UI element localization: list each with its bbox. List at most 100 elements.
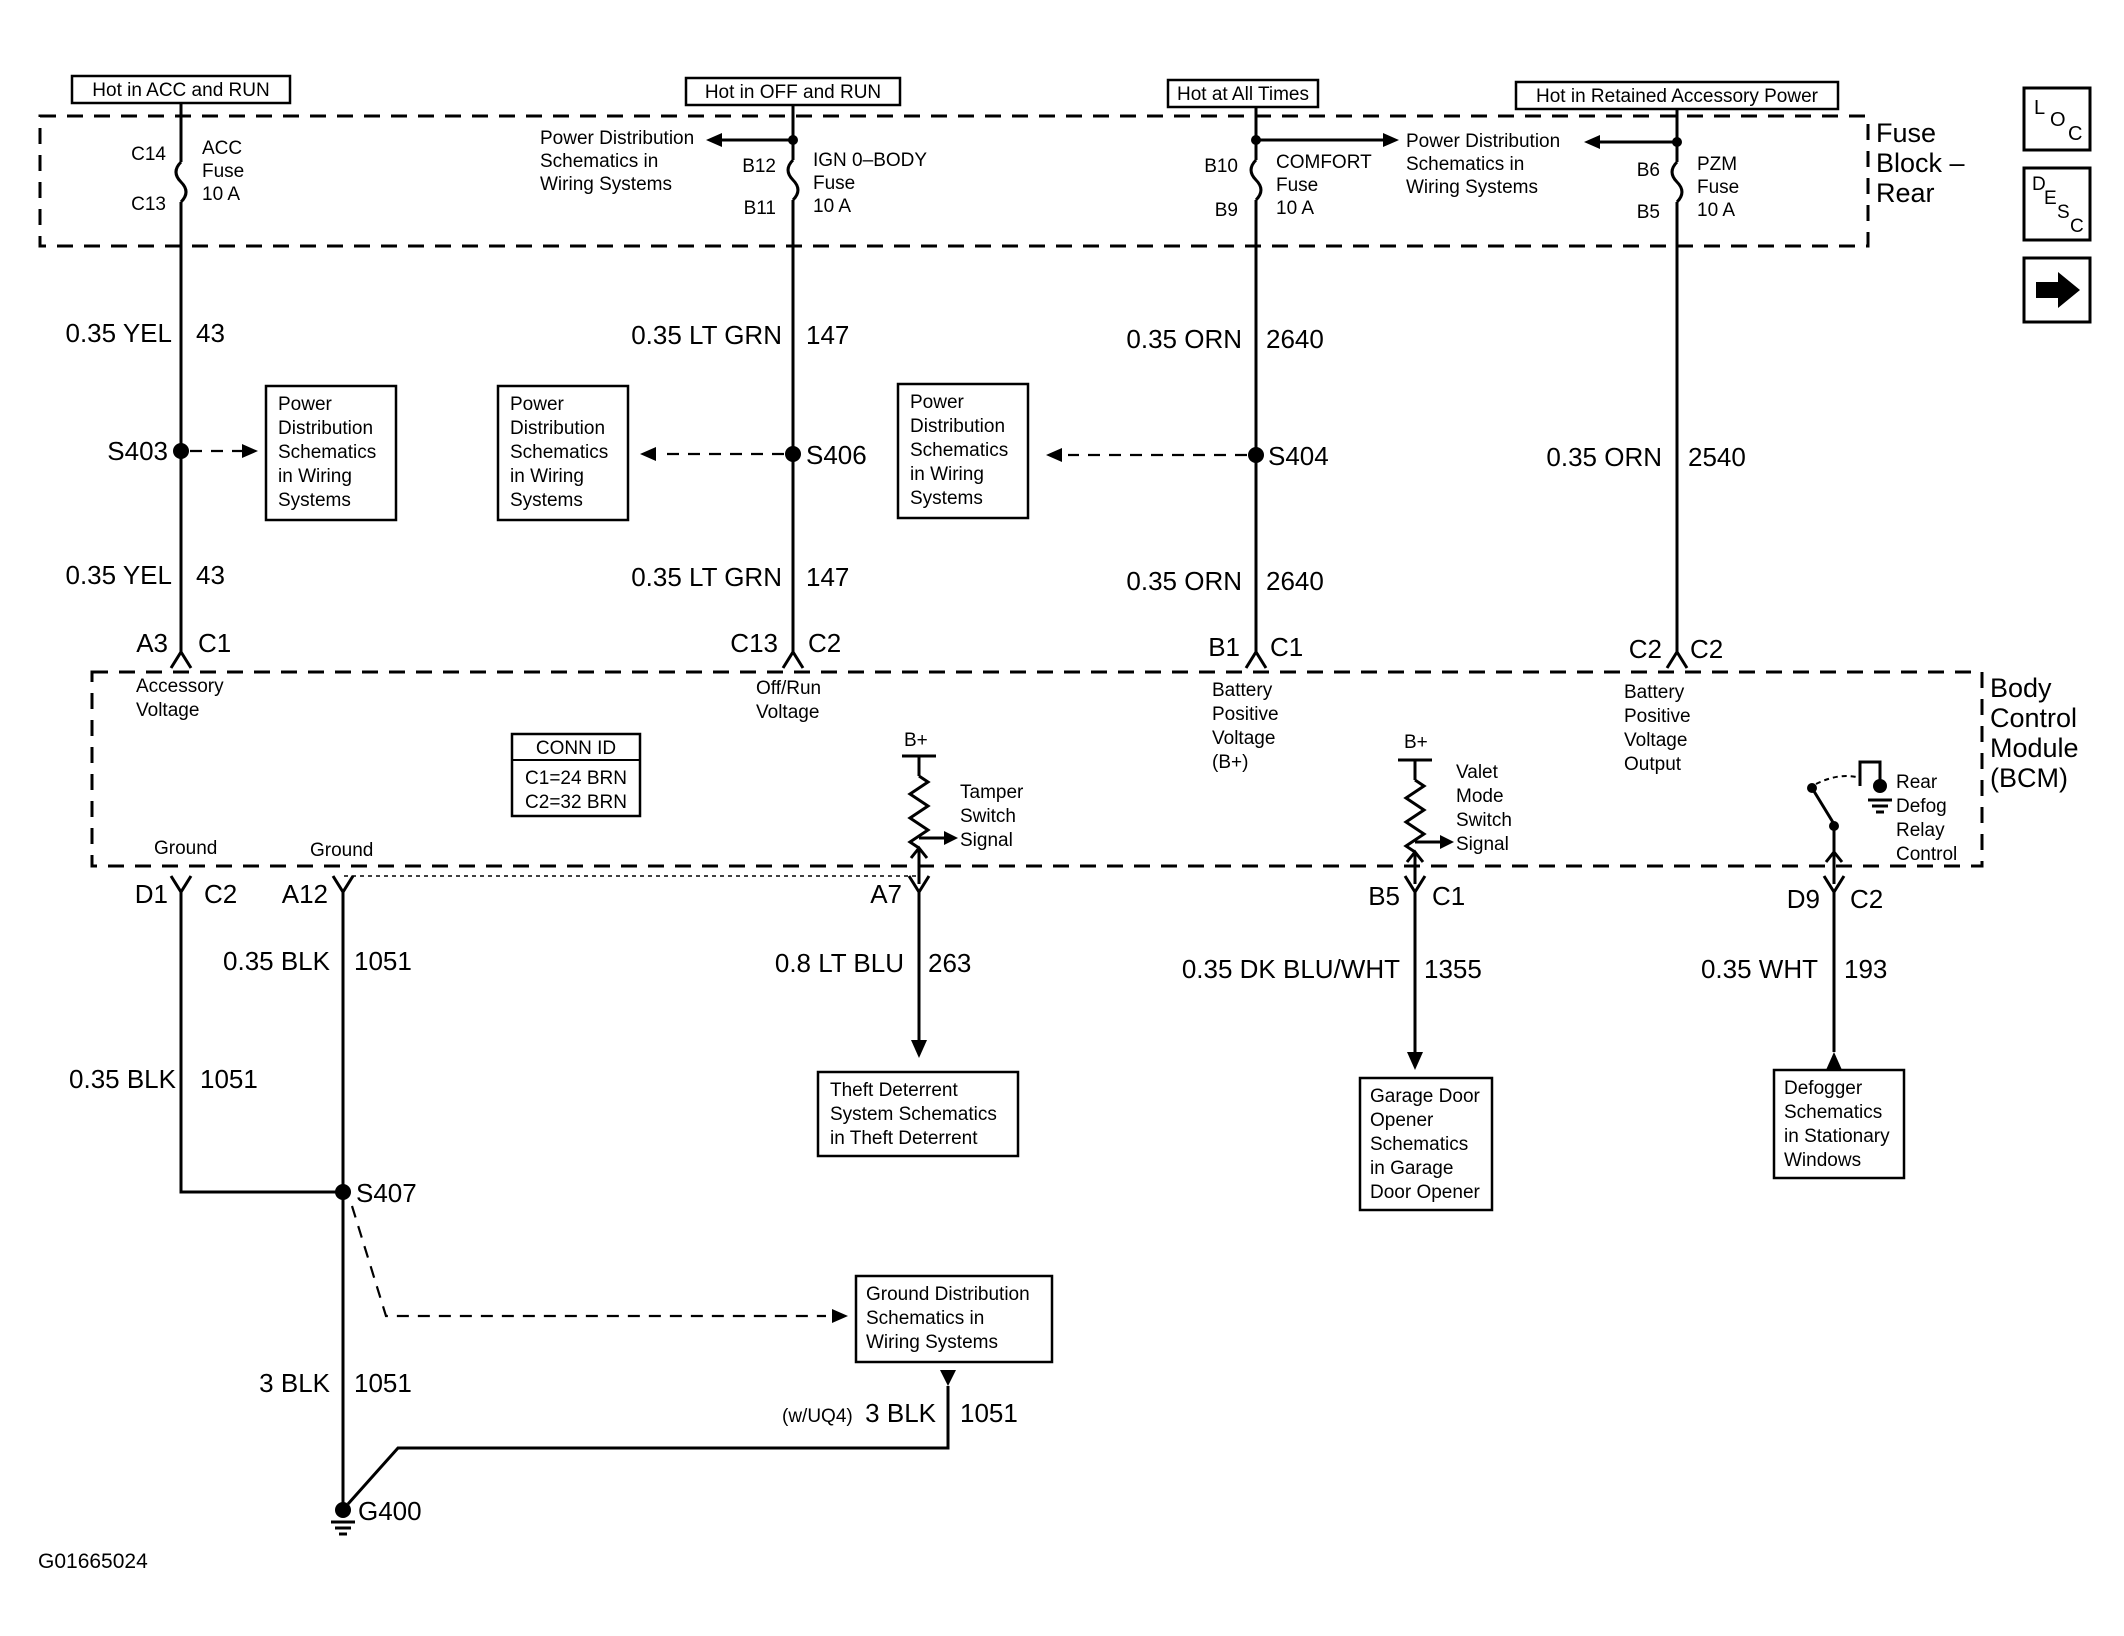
fuse-block-boundary bbox=[38, 114, 1870, 248]
pd-ref-right-l3: Wiring Systems bbox=[1406, 177, 1538, 198]
fuse-comfort-name: COMFORT bbox=[1276, 152, 1372, 173]
wire-orn-b-circuit: 2640 bbox=[1266, 566, 1324, 596]
wire-blk-d-color: 3 BLK bbox=[865, 1398, 936, 1428]
ground-dist-l2: Schematics in bbox=[866, 1308, 984, 1329]
pin-b5: B5 bbox=[1368, 881, 1400, 911]
pin-a12: A12 bbox=[282, 879, 328, 909]
arrow-right-icon bbox=[2036, 272, 2080, 308]
bcm-ground-2: Ground bbox=[310, 840, 373, 861]
header-retained: Hot in Retained Accessory Power bbox=[1514, 80, 1840, 111]
defogger-l4: Windows bbox=[1784, 1150, 1861, 1171]
pd-ref-left: Power Distribution Schematics in Wiring … bbox=[540, 128, 694, 195]
splice-s404-label: S404 bbox=[1268, 441, 1329, 471]
loc-button[interactable]: L O C bbox=[2022, 86, 2092, 152]
conn-id-title: CONN ID bbox=[536, 738, 616, 759]
wire-orn-c-circuit: 2540 bbox=[1688, 442, 1746, 472]
fuse-ign-top-pin: B12 bbox=[742, 156, 776, 177]
fuse-pzm-bot-pin: B5 bbox=[1637, 202, 1660, 223]
arrow-right-icon bbox=[944, 831, 958, 845]
pd-box-2-l3: Schematics bbox=[510, 442, 608, 463]
tamper-label-1: Tamper bbox=[960, 782, 1024, 803]
pd-box-3-l4: in Wiring bbox=[910, 464, 984, 485]
pd-box-3-l5: Systems bbox=[910, 488, 983, 509]
connector-a12: A12 bbox=[282, 875, 355, 909]
fuse-comfort-rating: 10 A bbox=[1276, 198, 1314, 219]
defogger-l3: in Stationary bbox=[1784, 1126, 1890, 1147]
bcm-bat-voltage-1: Battery bbox=[1212, 680, 1273, 701]
wire-orn-a-circuit: 2640 bbox=[1266, 324, 1324, 354]
splice-s407-label: S407 bbox=[356, 1178, 417, 1208]
fuse-acc: C14 C13 ACC Fuse 10 A bbox=[131, 103, 244, 654]
pd-box-1-l5: Systems bbox=[278, 490, 351, 511]
wire-yel-b-circuit: 43 bbox=[196, 560, 225, 590]
pd-box-2: Power Distribution Schematics in Wiring … bbox=[496, 384, 630, 522]
wire-grn-a-circuit: 147 bbox=[806, 320, 849, 350]
bcm-label-4: (BCM) bbox=[1990, 763, 2068, 793]
splice-s406: S406 bbox=[640, 440, 867, 470]
pd-box-1: Power Distribution Schematics in Wiring … bbox=[264, 384, 398, 522]
fuse-acc-rating: 10 A bbox=[202, 184, 240, 205]
arrow-down-icon bbox=[911, 1040, 927, 1058]
fuse-pzm-type: Fuse bbox=[1697, 177, 1739, 198]
connector-a3: A3 C1 bbox=[136, 628, 231, 669]
fuse-ign-bot-pin: B11 bbox=[744, 198, 776, 219]
fuse-acc-name: ACC bbox=[202, 138, 242, 159]
pd-ref-right-l2: Schematics in bbox=[1406, 154, 1524, 175]
header-all-times-label: Hot at All Times bbox=[1177, 84, 1309, 105]
pd-ref-left-l1: Power Distribution bbox=[540, 128, 694, 149]
fuse-block-label-2: Block – bbox=[1876, 148, 1965, 178]
wire-grn-b-circuit: 147 bbox=[806, 562, 849, 592]
fuse-block-label-3: Rear bbox=[1876, 178, 1935, 208]
splice-s403-label: S403 bbox=[107, 436, 168, 466]
wire-grn-a-color: 0.35 LT GRN bbox=[631, 320, 782, 350]
arrow-down-icon bbox=[1407, 1052, 1423, 1070]
wire-blk-c-circuit: 1051 bbox=[354, 1368, 412, 1398]
wire-yel-b-color: 0.35 YEL bbox=[65, 560, 172, 590]
arrow-down-icon bbox=[940, 1370, 956, 1386]
pd-box-1-l2: Distribution bbox=[278, 418, 373, 439]
valet-label-2: Mode bbox=[1456, 786, 1504, 807]
pin-a3: A3 bbox=[136, 628, 168, 658]
fuse-comfort-bot-pin: B9 bbox=[1215, 200, 1238, 221]
header-acc-run: Hot in ACC and RUN bbox=[70, 74, 292, 105]
next-page-button[interactable] bbox=[2022, 256, 2092, 324]
defog-relay-driver: Rear Defog Relay Control bbox=[1807, 760, 1957, 884]
wire-wht-circuit: 193 bbox=[1844, 954, 1887, 984]
wire-orn-c-color: 0.35 ORN bbox=[1546, 442, 1662, 472]
pd-ref-right-l1: Power Distribution bbox=[1406, 131, 1560, 152]
fuse-acc-type: Fuse bbox=[202, 161, 244, 182]
wire-grn-b-color: 0.35 LT GRN bbox=[631, 562, 782, 592]
defog-label-4: Control bbox=[1896, 844, 1957, 865]
arrow-left-icon bbox=[832, 1309, 848, 1323]
garage-l3: Schematics bbox=[1370, 1134, 1468, 1155]
desc-button[interactable]: D E S C bbox=[2022, 166, 2092, 242]
fuse-pzm-name: PZM bbox=[1697, 154, 1737, 175]
pd-ref-left-l2: Schematics in bbox=[540, 151, 658, 172]
bcm-out-voltage-2: Positive bbox=[1624, 706, 1691, 727]
bcm-bat-voltage-2: Positive bbox=[1212, 704, 1279, 725]
pd-box-2-l4: in Wiring bbox=[510, 466, 584, 487]
desc-icon-s: S bbox=[2057, 202, 2070, 223]
splice-s403: S403 bbox=[107, 436, 258, 466]
fuse-pzm-rating: 10 A bbox=[1697, 200, 1735, 221]
valet-label-3: Switch bbox=[1456, 810, 1512, 831]
ground-dist-l1: Ground Distribution bbox=[866, 1284, 1030, 1305]
valet-label-1: Valet bbox=[1456, 762, 1499, 783]
arrow-right-icon bbox=[1440, 835, 1454, 849]
tamper-pullup: B+ Tamper Switch Signal bbox=[902, 730, 1024, 884]
garage-l5: Door Opener bbox=[1370, 1182, 1481, 1203]
splice-s404: S404 bbox=[1046, 441, 1329, 471]
pd-box-1-l1: Power bbox=[278, 394, 333, 415]
pin-a7: A7 bbox=[870, 879, 902, 909]
pd-box-2-l1: Power bbox=[510, 394, 565, 415]
header-off-run: Hot in OFF and RUN bbox=[684, 76, 902, 107]
arrow-up-icon bbox=[1826, 1052, 1842, 1070]
fuse-acc-bot-pin: C13 bbox=[131, 194, 166, 215]
defogger-box: Defogger Schematics in Stationary Window… bbox=[1772, 1068, 1906, 1180]
bcm-off-voltage-2: Voltage bbox=[756, 702, 819, 723]
pd-box-1-l4: in Wiring bbox=[278, 466, 352, 487]
wire-blk-d-circuit: 1051 bbox=[960, 1398, 1018, 1428]
fuse-ign-rating: 10 A bbox=[813, 196, 851, 217]
theft-l3: in Theft Deterrent bbox=[830, 1128, 978, 1149]
theft-box: Theft Deterrent System Schematics in The… bbox=[816, 1070, 1020, 1158]
